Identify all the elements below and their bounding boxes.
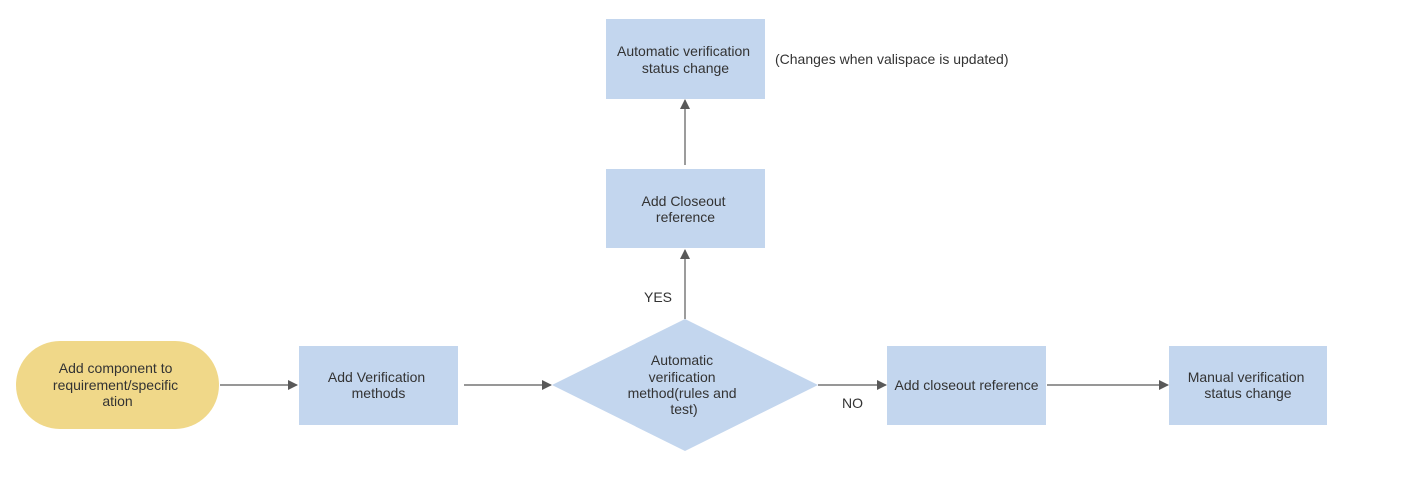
edges: [220, 99, 1169, 390]
closeout-no-node: Add closeout reference: [887, 346, 1046, 425]
add-verification-label: Add Verification methods: [328, 369, 429, 401]
start-node-label: Add component to requirement/specific at…: [53, 360, 182, 409]
manual-status-node: Manual verification status change: [1169, 346, 1327, 425]
auto-status-label: Automatic verification status change: [617, 43, 754, 76]
auto-status-box: [606, 19, 765, 99]
start-node: Add component to requirement/specific at…: [16, 341, 219, 429]
add-verification-node: Add Verification methods: [299, 346, 458, 425]
manual-status-label: Manual verification status change: [1188, 369, 1309, 401]
manual-status-box: [1169, 346, 1327, 425]
edge-label-yes: YES: [644, 289, 672, 305]
decision-label: Automatic verification method(rules and …: [628, 352, 741, 417]
decision-diamond: [552, 319, 818, 451]
closeout-yes-node: Add Closeout reference: [606, 169, 765, 248]
auto-status-annotation: (Changes when valispace is updated): [775, 51, 1008, 67]
closeout-yes-label: Add Closeout reference: [642, 193, 730, 225]
closeout-no-box: [887, 346, 1046, 425]
auto-status-node: Automatic verification status change: [606, 19, 765, 99]
add-verification-box: [299, 346, 458, 425]
decision-node: Automatic verification method(rules and …: [552, 319, 818, 451]
start-terminal-shape: [16, 341, 219, 429]
edge-label-no: NO: [842, 395, 863, 411]
closeout-no-label: Add closeout reference: [895, 377, 1039, 393]
closeout-yes-box: [606, 169, 765, 248]
